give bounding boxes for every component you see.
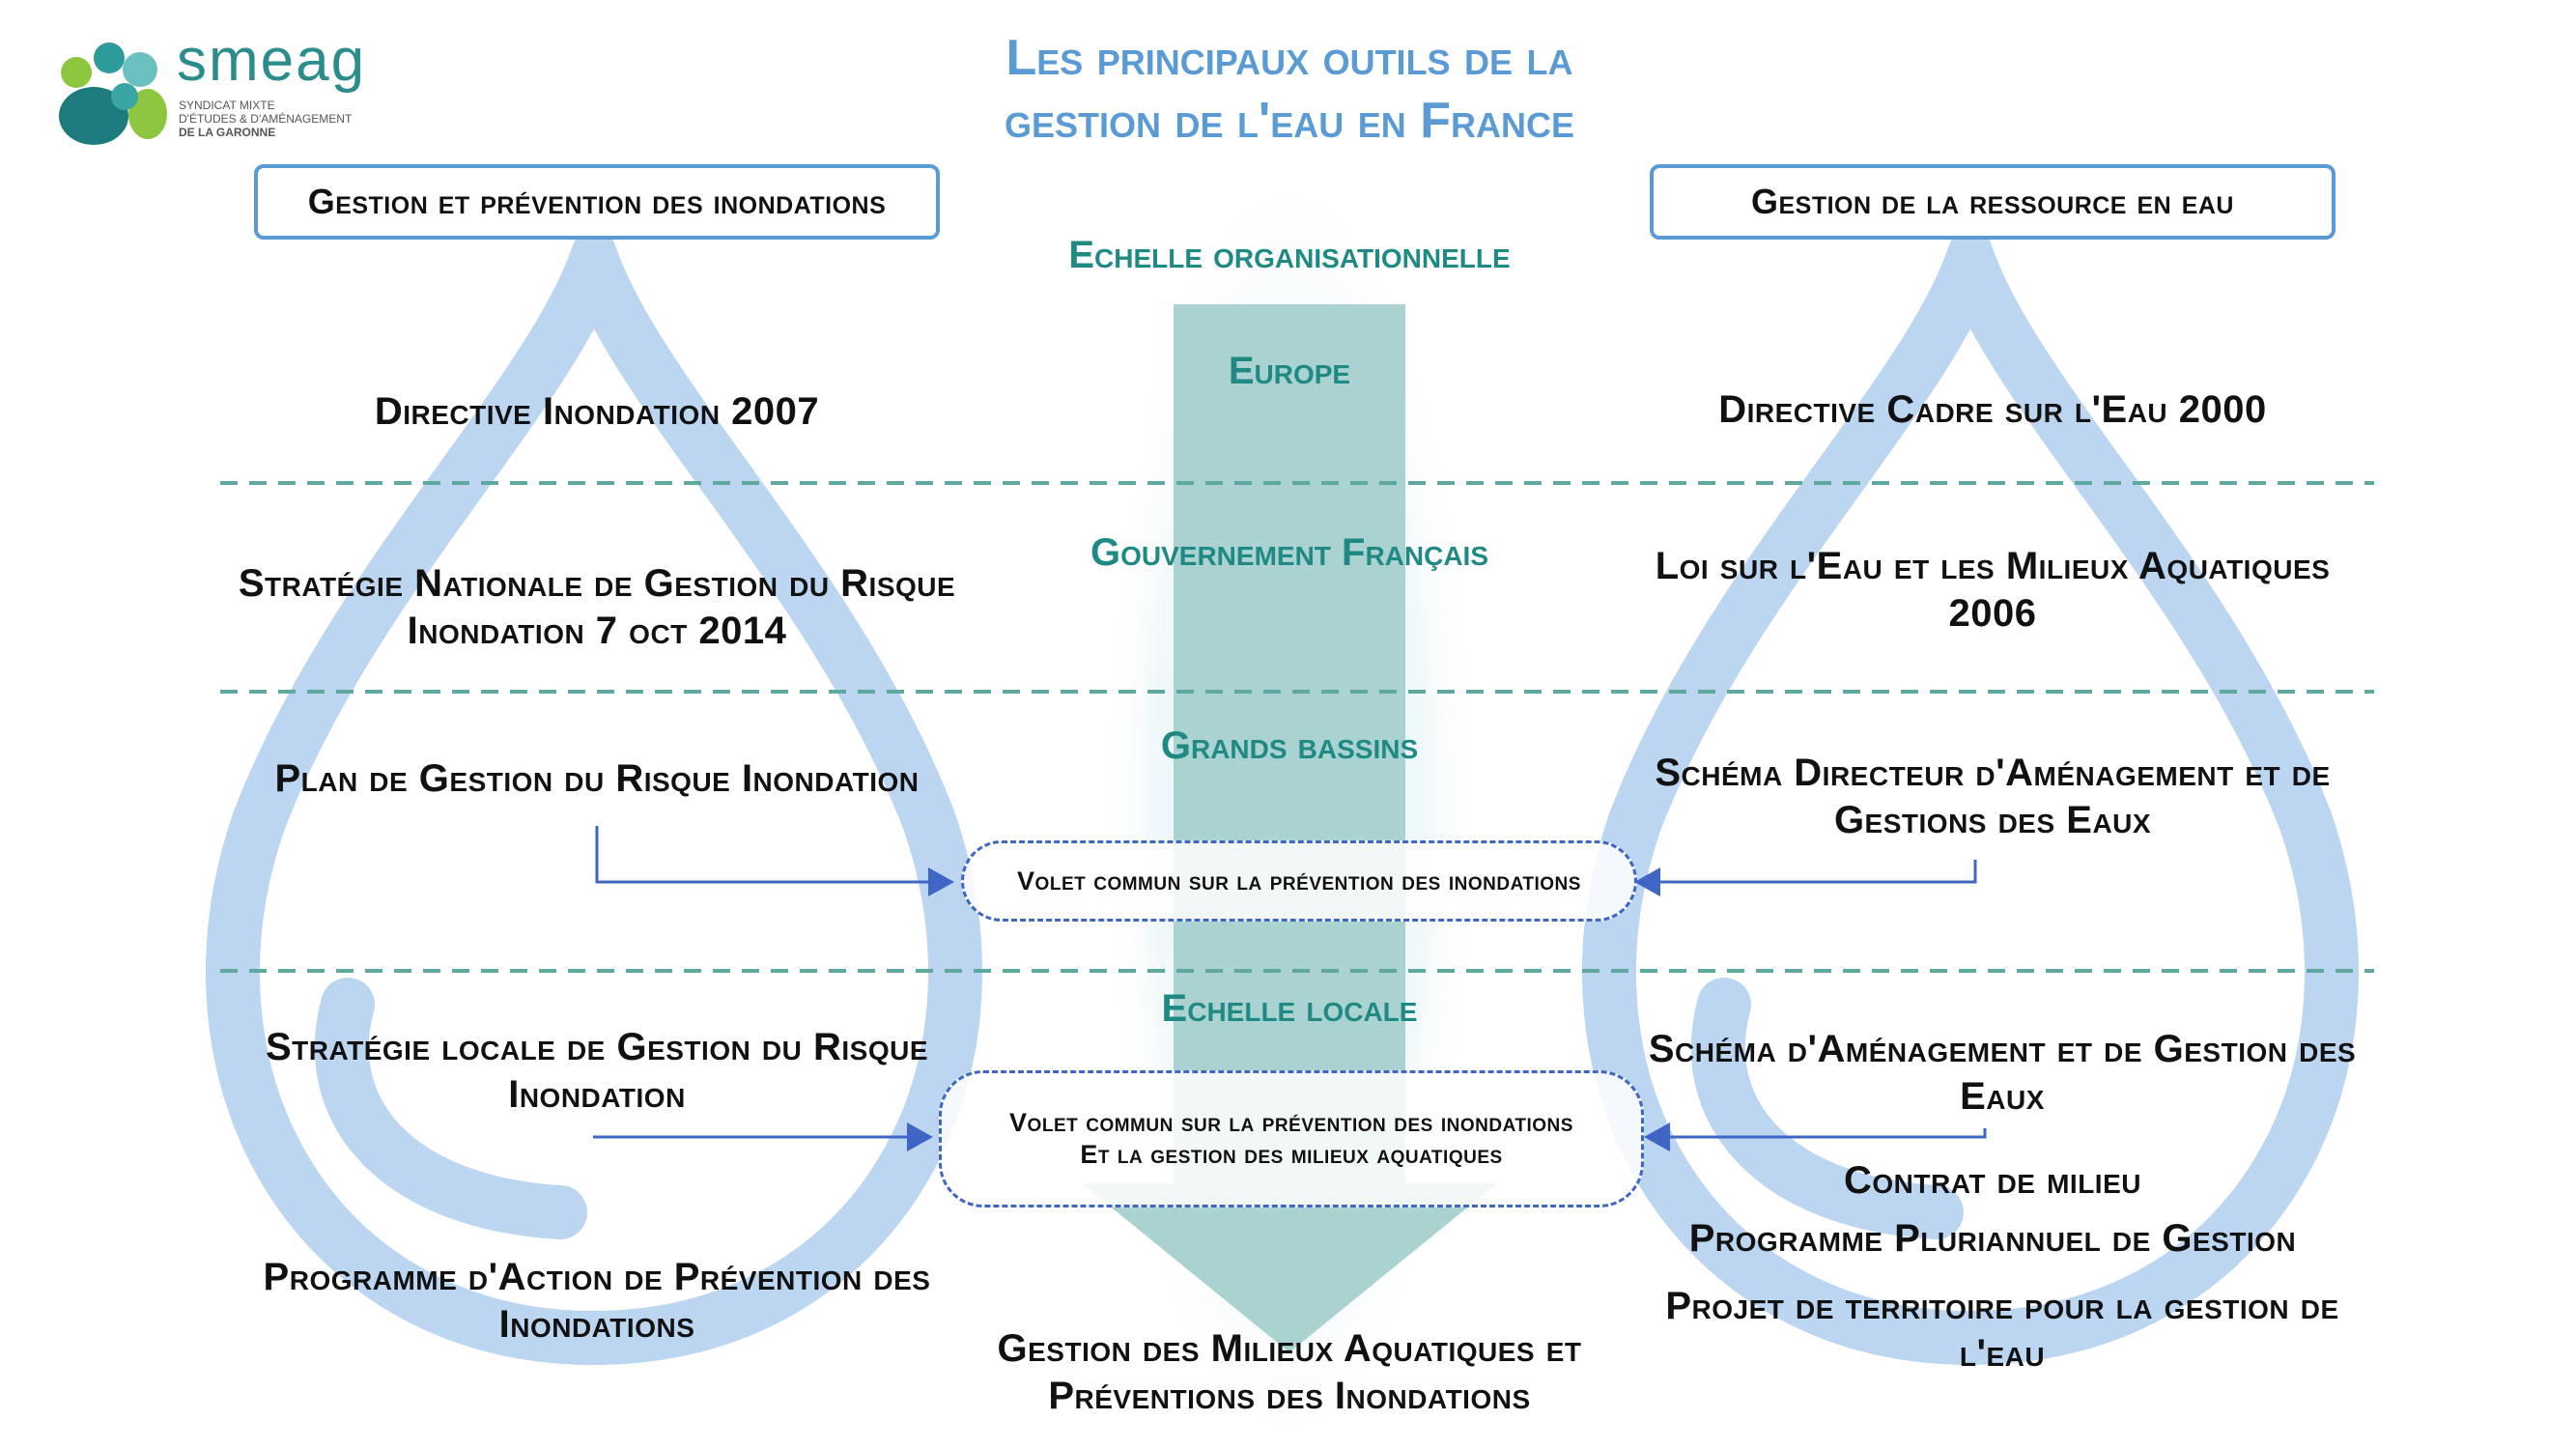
left-local: Stratégie locale de Gestion du Risque In… bbox=[211, 1024, 983, 1119]
header-left-label: Gestion et prévention des inondations bbox=[307, 182, 887, 222]
left-national-line: Stratégie Nationale de Gestion du Risque bbox=[238, 562, 956, 605]
level-government: Gouvernement Français bbox=[1090, 531, 1488, 574]
common-part-basin-label: Volet commun sur la prévention des inond… bbox=[1017, 866, 1581, 895]
right-project-line: Projet de territoire pour la gestion de bbox=[1665, 1285, 2339, 1327]
left-europe: Directive Inondation 2007 bbox=[374, 390, 820, 433]
right-project-line: l'eau bbox=[1959, 1331, 2046, 1375]
common-part-local-line: Et la gestion des milieux aquatiques bbox=[1080, 1140, 1503, 1169]
logo-subtitle-line: D'ÉTUDES & D'AMÉNAGEMENT bbox=[179, 112, 353, 126]
common-part-local: Volet commun sur la prévention des inond… bbox=[939, 1070, 1644, 1208]
right-local-line: Eaux bbox=[1960, 1074, 2045, 1118]
title-line: gestion de l'eau en France bbox=[1005, 93, 1574, 149]
level-local: Echelle locale bbox=[1161, 987, 1418, 1030]
header-left: Gestion et prévention des inondations bbox=[254, 164, 940, 240]
logo-subtitle-line: DE LA GARONNE bbox=[179, 126, 276, 139]
common-part-basin: Volet commun sur la prévention des inond… bbox=[961, 840, 1637, 922]
right-national-line: 2006 bbox=[1948, 591, 2037, 635]
logo-subtitle: SYNDICAT MIXTE D'ÉTUDES & D'AMÉNAGEMENT … bbox=[179, 99, 352, 139]
right-local-line: Schéma d'Aménagement et de Gestion des bbox=[1648, 1028, 2357, 1070]
left-national-line: Inondation 7 oct 2014 bbox=[407, 609, 787, 652]
level-europe: Europe bbox=[1228, 350, 1351, 392]
title-line: Les principaux outils de la bbox=[1005, 30, 1573, 86]
logo-name: smeag bbox=[177, 27, 367, 94]
right-basin: Schéma Directeur d'Aménagement et de Ges… bbox=[1606, 750, 2379, 844]
arrow-label: Echelle organisationnelle bbox=[1068, 234, 1511, 276]
right-local: Schéma d'Aménagement et de Gestion des E… bbox=[1606, 1026, 2398, 1121]
right-national-line: Loi sur l'Eau et les Milieux Aquatiques bbox=[1655, 545, 2331, 587]
bottom-center-line: Gestion des Milieux Aquatiques et bbox=[997, 1327, 1582, 1370]
common-part-local-line: Volet commun sur la prévention des inond… bbox=[1009, 1108, 1573, 1138]
bottom-center-line: Préventions des Inondations bbox=[1048, 1374, 1531, 1417]
left-drop-icon bbox=[206, 189, 982, 1366]
right-basin-line: Schéma Directeur d'Aménagement et de bbox=[1655, 752, 2331, 794]
left-local-line: Inondation bbox=[508, 1072, 686, 1116]
bottom-center-text: Gestion des Milieux Aquatiques et Préven… bbox=[951, 1325, 1628, 1420]
right-plan: Programme Pluriannuel de Gestion bbox=[1688, 1217, 2297, 1260]
connector-arrows bbox=[593, 826, 1987, 1151]
header-right: Gestion de la ressource en eau bbox=[1650, 164, 2335, 240]
organisational-scale-arrow bbox=[1082, 304, 1497, 1352]
left-program-line: Programme d'Action de Prévention des bbox=[263, 1256, 931, 1298]
left-program: Programme d'Action de Prévention des Ino… bbox=[211, 1254, 983, 1349]
left-national: Stratégie Nationale de Gestion du Risque… bbox=[211, 560, 983, 655]
right-contract: Contrat de milieu bbox=[1844, 1159, 2141, 1202]
pebbles-logo-icon bbox=[59, 43, 167, 145]
right-national: Loi sur l'Eau et les Milieux Aquatiques … bbox=[1606, 543, 2379, 638]
right-europe: Directive Cadre sur l'Eau 2000 bbox=[1718, 388, 2267, 431]
header-right-label: Gestion de la ressource en eau bbox=[1750, 182, 2234, 222]
logo-subtitle-line: SYNDICAT MIXTE bbox=[179, 99, 275, 112]
left-local-line: Stratégie locale de Gestion du Risque bbox=[265, 1026, 929, 1068]
page-title: Les principaux outils de la gestion de l… bbox=[850, 27, 1729, 153]
right-basin-line: Gestions des Eaux bbox=[1833, 798, 2152, 841]
left-program-line: Inondations bbox=[498, 1302, 695, 1346]
left-basin: Plan de Gestion du Risque Inondation bbox=[274, 757, 920, 800]
right-drop-icon bbox=[1582, 189, 2359, 1366]
right-project: Projet de territoire pour la gestion de … bbox=[1606, 1283, 2398, 1378]
level-basins: Grands bassins bbox=[1160, 724, 1419, 767]
smeag-logo: smeag SYNDICAT MIXTE D'ÉTUDES & D'AMÉNAG… bbox=[43, 29, 410, 150]
